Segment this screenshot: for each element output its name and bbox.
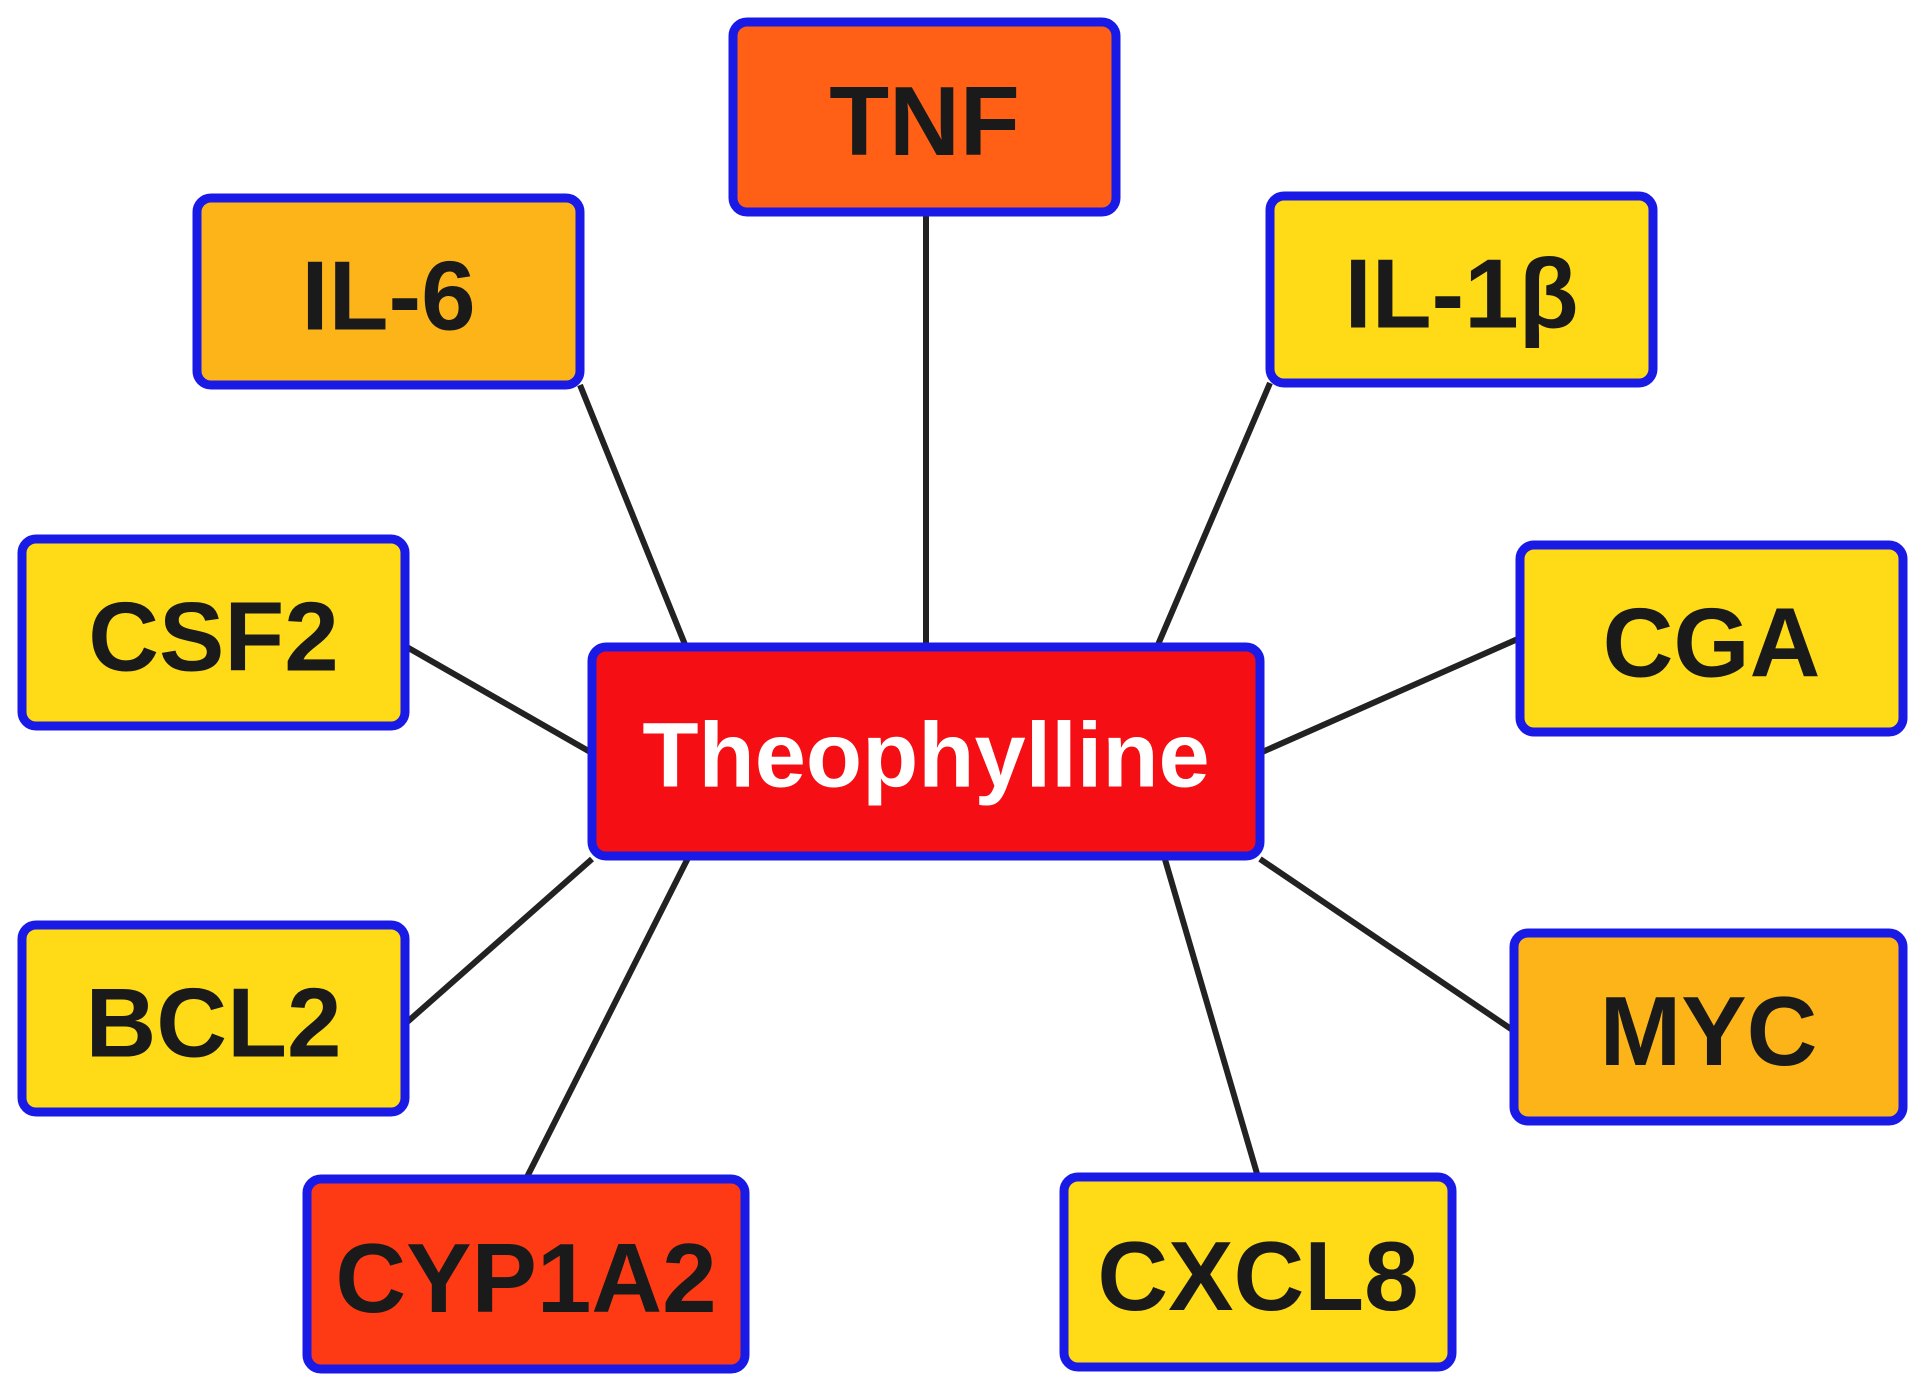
- node-csf2: CSF2: [17, 534, 410, 731]
- center-node: Theophylline: [587, 642, 1265, 861]
- center-node-box: [587, 642, 1265, 861]
- node-il1b: IL-1β: [1265, 191, 1658, 388]
- edge-il6: [577, 383, 689, 649]
- node-il6: IL-6: [192, 193, 585, 390]
- node-bcl2: BCL2: [17, 920, 410, 1117]
- il6-node-box: [192, 193, 585, 390]
- node-myc: MYC: [1509, 928, 1908, 1126]
- center-node-label: Theophylline: [642, 705, 1209, 807]
- csf2-node-box: [17, 534, 410, 731]
- node-tnf: TNF: [728, 17, 1121, 217]
- edge-csf2: [403, 643, 594, 756]
- edge-cxcl8: [1161, 855, 1261, 1178]
- myc-node-box: [1509, 928, 1908, 1126]
- cga-node-label: CGA: [1603, 588, 1821, 698]
- cyp1a2-node-box: [302, 1174, 750, 1374]
- il1b-node-label: IL-1β: [1344, 239, 1578, 349]
- edge-cga: [1258, 635, 1522, 756]
- edge-bcl2: [403, 856, 594, 1027]
- cga-node-box: [1515, 540, 1908, 737]
- tnf-node-box: [728, 17, 1121, 217]
- node-cxcl8: CXCL8: [1059, 1172, 1457, 1372]
- edges-layer: [403, 212, 1522, 1181]
- cyp1a2-node-label: CYP1A2: [335, 1223, 716, 1333]
- tnf-node-label: TNF: [829, 66, 1020, 176]
- bcl2-node-box: [17, 920, 410, 1117]
- node-cga: CGA: [1515, 540, 1908, 737]
- edge-myc: [1258, 856, 1516, 1034]
- node-cyp1a2: CYP1A2: [302, 1174, 750, 1374]
- myc-node-label: MYC: [1600, 976, 1818, 1086]
- edge-il1b: [1154, 381, 1273, 649]
- edge-cyp1a2: [523, 854, 692, 1181]
- il6-node-label: IL-6: [301, 241, 475, 351]
- cxcl8-node-box: [1059, 1172, 1457, 1372]
- bcl2-node-label: BCL2: [86, 968, 342, 1078]
- csf2-node-label: CSF2: [88, 582, 339, 692]
- cxcl8-node-label: CXCL8: [1097, 1221, 1418, 1331]
- il1b-node-box: [1265, 191, 1658, 388]
